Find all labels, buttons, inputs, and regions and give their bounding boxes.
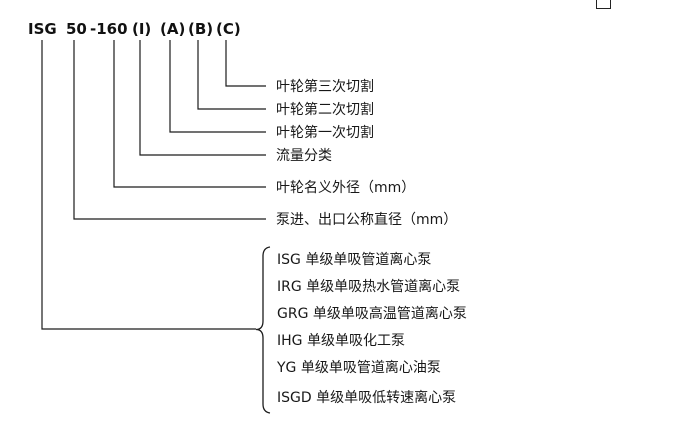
connector-line-isg bbox=[41, 40, 256, 330]
series-item-yg: YG 单级单吸管道离心油泵 bbox=[277, 360, 441, 376]
series-item-irg: IRG 单级单吸热水管道离心泵 bbox=[277, 279, 461, 295]
connector-line-50 bbox=[73, 40, 266, 220]
model-code-segment-c: (C) bbox=[216, 20, 241, 38]
model-code-segment-b: (B) bbox=[188, 20, 214, 38]
series-item-grg: GRG 单级单吸高温管道离心泵 bbox=[277, 306, 467, 322]
callout-impeller-diameter: 叶轮名义外径（mm） bbox=[276, 180, 416, 196]
series-item-isg: ISG 单级单吸管道离心泵 bbox=[277, 252, 432, 268]
model-code-segment-a: (A) bbox=[160, 20, 186, 38]
connector-line-i bbox=[139, 40, 266, 156]
series-item-ihg: IHG 单级单吸化工泵 bbox=[277, 333, 405, 349]
screenshot-edge-artifact bbox=[596, 0, 611, 9]
callout-impeller-third-cut: 叶轮第三次切割 bbox=[276, 79, 374, 95]
model-code-segment-50: 50 bbox=[66, 20, 87, 38]
callout-impeller-first-cut: 叶轮第一次切割 bbox=[276, 125, 374, 141]
connector-line-b bbox=[197, 40, 266, 110]
model-code: ISG 50 -160 (I) (A) (B) (C) bbox=[0, 20, 697, 40]
series-brace bbox=[255, 246, 271, 414]
model-code-segment-isg: ISG bbox=[28, 20, 57, 38]
connector-line-160 bbox=[113, 40, 266, 188]
connector-line-a bbox=[169, 40, 266, 133]
connector-line-c bbox=[225, 40, 266, 87]
series-item-isgd: ISGD 单级单吸低转速离心泵 bbox=[277, 390, 457, 406]
callout-flow-classification: 流量分类 bbox=[276, 148, 332, 164]
model-code-segment-160: -160 bbox=[90, 20, 128, 38]
callout-port-diameter: 泵进、出口公称直径（mm） bbox=[276, 212, 458, 228]
model-code-segment-i: (I) bbox=[132, 20, 152, 38]
callout-impeller-second-cut: 叶轮第二次切割 bbox=[276, 102, 374, 118]
